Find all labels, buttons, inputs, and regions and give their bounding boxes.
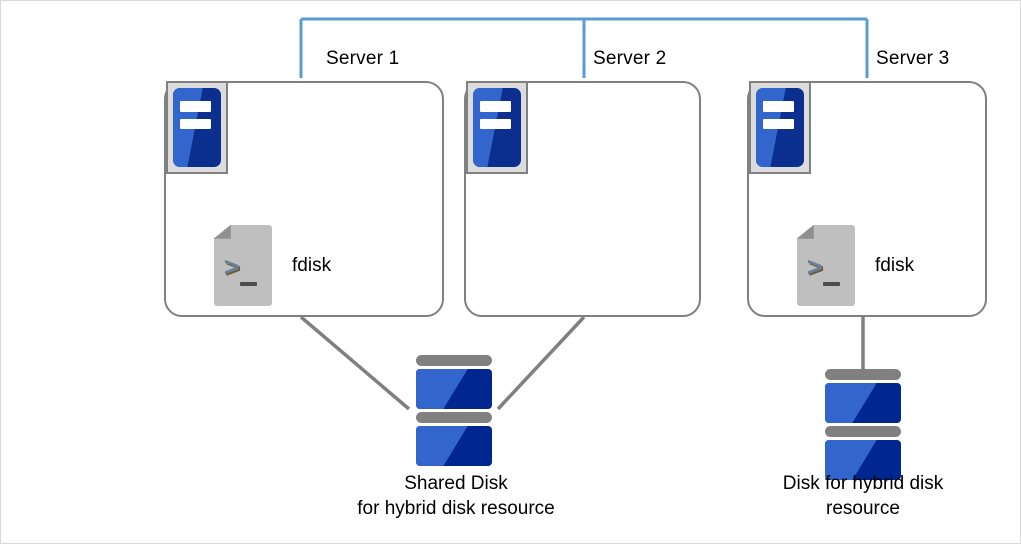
disk-block-bottom-icon [416, 426, 492, 466]
disk-block-top-icon [416, 369, 492, 409]
disk-block-bottom-icon [825, 440, 901, 480]
disk-platter-top-icon [825, 369, 901, 380]
server-1-label: Server 1 [326, 48, 400, 69]
server-1-fdisk-label: fdisk [292, 254, 332, 276]
disk-platter-mid-icon [416, 412, 492, 423]
server-3-label: Server 3 [876, 48, 950, 69]
server-icon-bar-1 [762, 101, 795, 112]
server-icon [166, 81, 228, 174]
fdisk-script-icon: > [214, 225, 272, 306]
server-icon-body [473, 88, 521, 167]
server-1-fdisk-group[interactable]: > fdisk [214, 225, 331, 306]
server-icon-bar-1 [179, 101, 212, 112]
shared-disk-caption: Shared Disk for hybrid disk resource [357, 473, 555, 520]
fdisk-cursor-icon [239, 281, 257, 286]
shared-disk-icon[interactable] [416, 355, 492, 469]
disk-block-top-icon [825, 383, 901, 423]
server-icon [466, 81, 528, 174]
server-icon-bar-2 [179, 118, 212, 130]
fdisk-cursor-icon [822, 281, 840, 286]
server-icon-bar-1 [479, 101, 512, 112]
server-icon [749, 81, 811, 174]
hybrid-disk-caption: Disk for hybrid disk resource [782, 473, 944, 520]
server-3-fdisk-label: fdisk [875, 254, 915, 276]
server-icon-bar-2 [762, 118, 795, 130]
fdisk-prompt-icon: > [223, 252, 240, 283]
disk-platter-top-icon [416, 355, 492, 366]
server-icon-body [173, 88, 221, 167]
server-3-fdisk-group[interactable]: > fdisk [797, 225, 914, 306]
server-icon-body [756, 88, 804, 167]
server-1-box[interactable] [164, 81, 444, 317]
server-icon-bar-2 [479, 118, 512, 130]
fdisk-script-icon: > [797, 225, 855, 306]
server-2-label: Server 2 [593, 48, 667, 69]
disk-platter-mid-icon [825, 426, 901, 437]
fdisk-prompt-icon: > [806, 252, 823, 283]
network-bracket-icon [299, 17, 869, 78]
shared-disk-connectors-icon [299, 315, 586, 411]
hybrid-disk-icon[interactable] [825, 369, 901, 483]
